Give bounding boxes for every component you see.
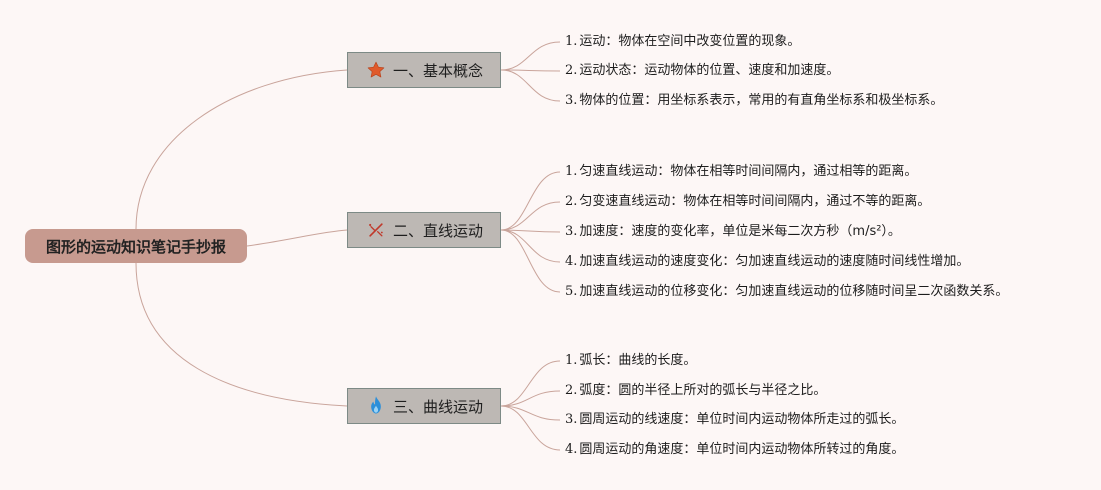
- list-item: 4.加速直线运动的速度变化：匀加速直线运动的速度随时间线性增加。: [565, 254, 970, 269]
- connector-branch-1-leaf-2: [500, 69, 561, 72]
- branch-linear-motion[interactable]: 二、直线运动: [347, 212, 501, 248]
- connector-root-branch-1: [135, 69, 348, 230]
- sparkle-icon: [365, 219, 387, 241]
- list-item: 3.物体的位置：用坐标系表示，常用的有直角坐标系和极坐标系。: [565, 93, 944, 108]
- connector-branch-2-leaf-5: [500, 229, 561, 293]
- list-item: 4.圆周运动的角速度：单位时间内运动物体所转过的角度。: [565, 442, 905, 457]
- list-item: 1.匀速直线运动：物体在相等时间间隔内，通过相等的距离。: [565, 164, 918, 179]
- branch-curvilinear-motion[interactable]: 三、曲线运动: [347, 388, 501, 424]
- list-item: 5.加速直线运动的位移变化：匀加速直线运动的位移随时间呈二次函数关系。: [565, 284, 1009, 299]
- connector-branch-2-leaf-3: [500, 229, 561, 233]
- connector-branch-2-leaf-1: [500, 171, 561, 231]
- list-item: 2.匀变速直线运动：物体在相等时间间隔内，通过不等的距离。: [565, 194, 931, 209]
- star-icon: [365, 59, 387, 81]
- list-item: 3.加速度：速度的变化率，单位是米每二次方秒（m/s²）。: [565, 224, 901, 239]
- branch-label: 三、曲线运动: [392, 397, 483, 416]
- connector-branch-3-leaf-4: [500, 405, 561, 451]
- connector-branch-2-leaf-4: [500, 229, 561, 263]
- fire-icon: [365, 395, 387, 417]
- connector-branch-2-leaf-2: [500, 201, 561, 231]
- connector-branch-1-leaf-1: [500, 41, 561, 71]
- connector-branch-3-leaf-1: [500, 360, 561, 407]
- root-node[interactable]: 图形的运动知识笔记手抄报: [25, 229, 247, 263]
- list-item: 1.运动：物体在空间中改变位置的现象。: [565, 34, 801, 49]
- branch-label: 一、基本概念: [392, 61, 483, 80]
- connector-branch-3-leaf-3: [500, 405, 561, 421]
- connector-branch-3-leaf-2: [500, 390, 561, 407]
- list-item: 1.弧长：曲线的长度。: [565, 353, 697, 368]
- list-item: 2.运动状态：运动物体的位置、速度和加速度。: [565, 63, 840, 78]
- connector-branch-1-leaf-3: [500, 69, 561, 102]
- branch-label: 二、直线运动: [392, 221, 483, 240]
- list-item: 3.圆周运动的线速度：单位时间内运动物体所走过的弧长。: [565, 412, 905, 427]
- branch-basic-concepts[interactable]: 一、基本概念: [347, 52, 501, 88]
- root-title: 图形的运动知识笔记手抄报: [45, 237, 226, 256]
- list-item: 2.弧度：圆的半径上所对的弧长与半径之比。: [565, 383, 827, 398]
- connector-root-branch-3: [135, 262, 348, 407]
- connector-root-branch-2: [246, 229, 348, 247]
